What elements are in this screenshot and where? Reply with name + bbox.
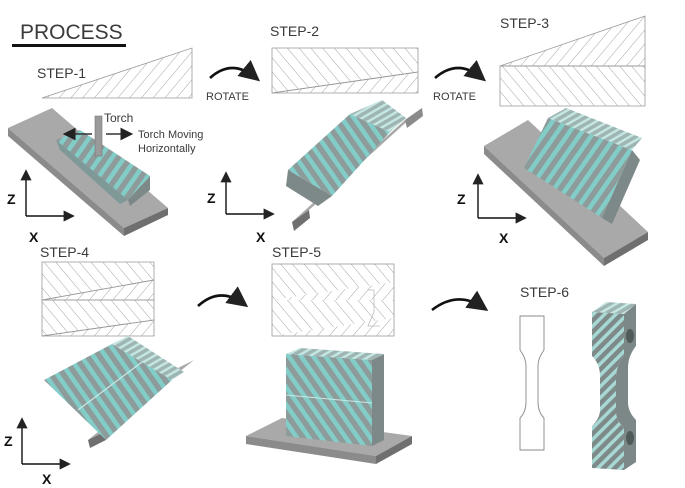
torch-label: Torch <box>104 111 133 125</box>
step-6-label: STEP-6 <box>520 284 569 300</box>
step-2-label: STEP-2 <box>270 23 319 39</box>
torch-moving-line1: Torch Moving <box>138 129 203 141</box>
step-2-axis-icon: Z X <box>207 171 275 245</box>
step-2-axis-z: Z <box>207 190 216 206</box>
step-4-label: STEP-4 <box>40 244 89 260</box>
torch-icon <box>94 115 103 157</box>
step-3-axis-icon: Z X <box>457 173 527 246</box>
dogbone-specimen-sketch <box>519 315 545 451</box>
rotate-label-2: ROTATE <box>433 91 476 103</box>
step-5-label: STEP-5 <box>272 244 321 260</box>
step-3-label: STEP-3 <box>500 15 549 31</box>
step-1-axis-icon: Z X <box>7 169 75 245</box>
step-3-sketch <box>499 15 646 107</box>
step-4-axis-z: Z <box>4 433 13 449</box>
step-4-axis-x: X <box>42 471 52 487</box>
rotate-arrow-icon <box>431 290 489 312</box>
step-1: STEP-1 Torch Torch Moving Horizontally Z… <box>7 47 203 245</box>
rotate-arrow-icon <box>434 60 486 82</box>
title-underline <box>12 44 126 47</box>
step-4-sketch <box>41 261 155 337</box>
specimen-hole-icon <box>626 431 634 445</box>
step-2-axis-x: X <box>256 229 266 245</box>
step-5-sketch <box>271 263 395 337</box>
rotate-arrow-1: ROTATE <box>206 60 260 103</box>
specimen-hole-icon <box>626 329 634 343</box>
rotate-arrow-3 <box>197 286 249 308</box>
step-4: STEP-4 Z X <box>4 244 194 487</box>
rotate-arrow-icon <box>209 60 260 82</box>
rotate-arrow-4 <box>431 290 489 312</box>
step-2-sketch <box>271 47 419 94</box>
step-1-axis-x: X <box>29 229 39 245</box>
step-2-deposit <box>286 100 406 206</box>
step-3-axis-x: X <box>499 230 509 246</box>
step-3: STEP-3 Z X <box>457 15 648 266</box>
step-2: STEP-2 Z X <box>207 23 423 245</box>
step-4-axis-icon: Z X <box>4 417 71 487</box>
dogbone-specimen-3d <box>592 302 636 470</box>
step-5-deposit <box>285 348 384 446</box>
step-1-sketch <box>41 47 193 99</box>
step-3-deposit <box>524 108 642 224</box>
rotate-arrow-2: ROTATE <box>433 60 486 103</box>
step-1-label: STEP-1 <box>37 65 86 81</box>
rotate-arrow-icon <box>197 286 249 308</box>
step-3-axis-z: Z <box>457 191 466 207</box>
rotate-label-1: ROTATE <box>206 91 249 103</box>
page-title: PROCESS <box>20 21 123 44</box>
torch-moving-line2: Horizontally <box>138 143 196 155</box>
step-1-axis-z: Z <box>7 191 16 207</box>
step-4-deposit <box>44 336 184 440</box>
step-5: STEP-5 <box>246 244 412 464</box>
step-1-deposit <box>56 130 150 206</box>
step-6: STEP-6 <box>519 284 636 470</box>
